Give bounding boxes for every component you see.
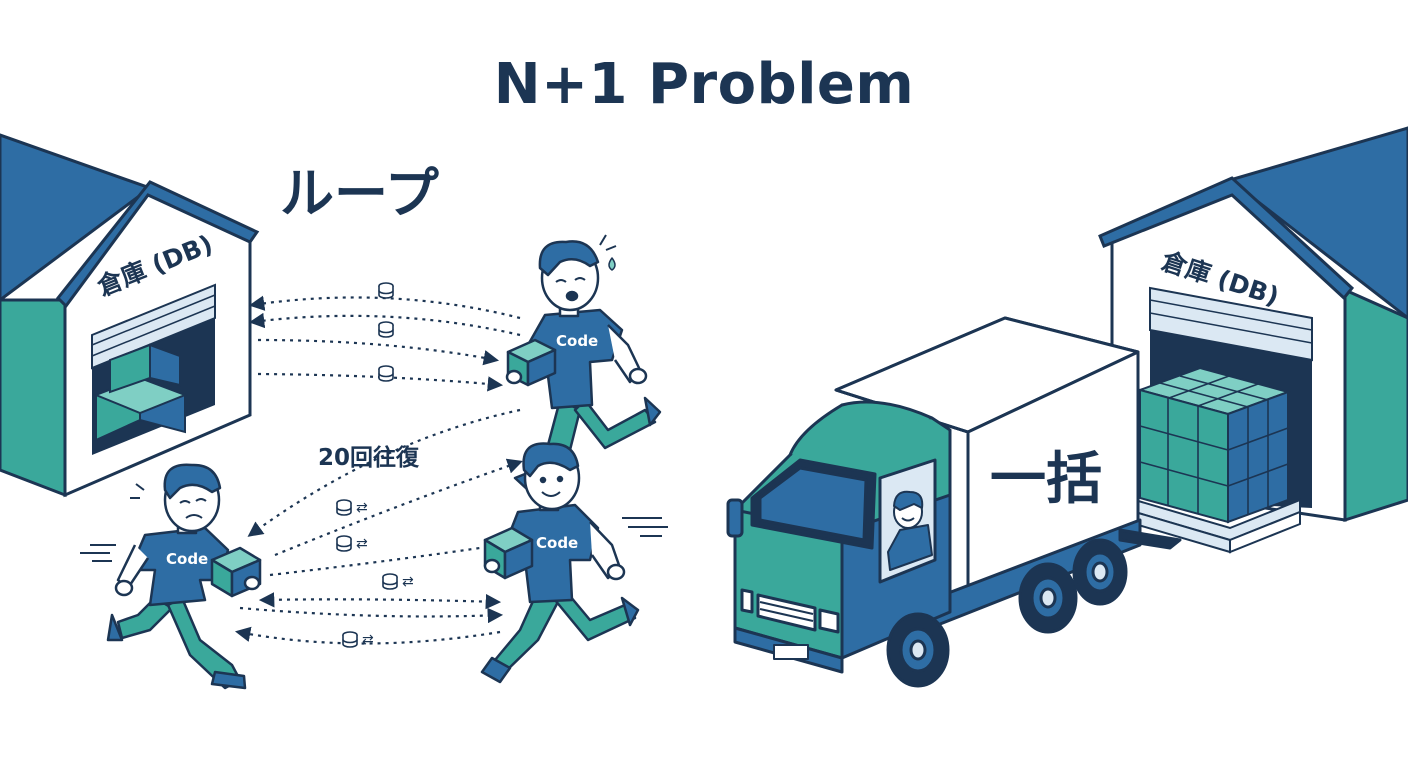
runner-stressed-top <box>505 234 662 492</box>
round-trip-label: 20回往復 <box>318 444 420 471</box>
shirt-text: Code <box>556 332 598 350</box>
trip-arrows-cross <box>247 408 523 557</box>
database-icon <box>382 573 398 590</box>
truck-wheel <box>886 612 950 688</box>
database-icon <box>378 365 394 382</box>
trip-arrows-bottom <box>234 539 504 645</box>
page-title: N+1 Problem <box>493 52 915 117</box>
left-warehouse-boxes <box>93 343 188 442</box>
shirt-text: Code <box>536 534 578 552</box>
runner-happy <box>480 442 668 684</box>
pallet-boxes <box>1134 366 1301 554</box>
database-icon <box>378 321 394 338</box>
loop-label: ループ <box>280 162 439 225</box>
swap-arrow-icon: ⇄ <box>402 574 414 590</box>
swap-arrow-icon: ⇄ <box>356 500 368 516</box>
runner-stressed-left <box>80 463 262 690</box>
swap-arrow-icon: ⇄ <box>362 632 374 648</box>
swap-arrow-icons: ⇄ ⇄ ⇄ ⇄ <box>356 500 414 648</box>
swap-arrow-icon: ⇄ <box>356 536 368 552</box>
trip-arrows-top <box>248 295 521 392</box>
truck-label: 一括 <box>990 447 1102 512</box>
truck-driver <box>887 490 933 571</box>
left-warehouse: 倉庫 (DB) <box>0 133 260 498</box>
database-icons <box>336 282 398 648</box>
truck-wheel <box>1018 562 1078 634</box>
shirt-text: Code <box>166 550 208 568</box>
truck-wheel <box>1072 538 1128 606</box>
database-icon <box>378 282 394 299</box>
carried-box <box>483 526 534 580</box>
delivery-truck <box>726 316 1182 688</box>
database-icon <box>336 535 352 552</box>
database-icon <box>342 631 358 648</box>
database-icon <box>336 499 352 516</box>
